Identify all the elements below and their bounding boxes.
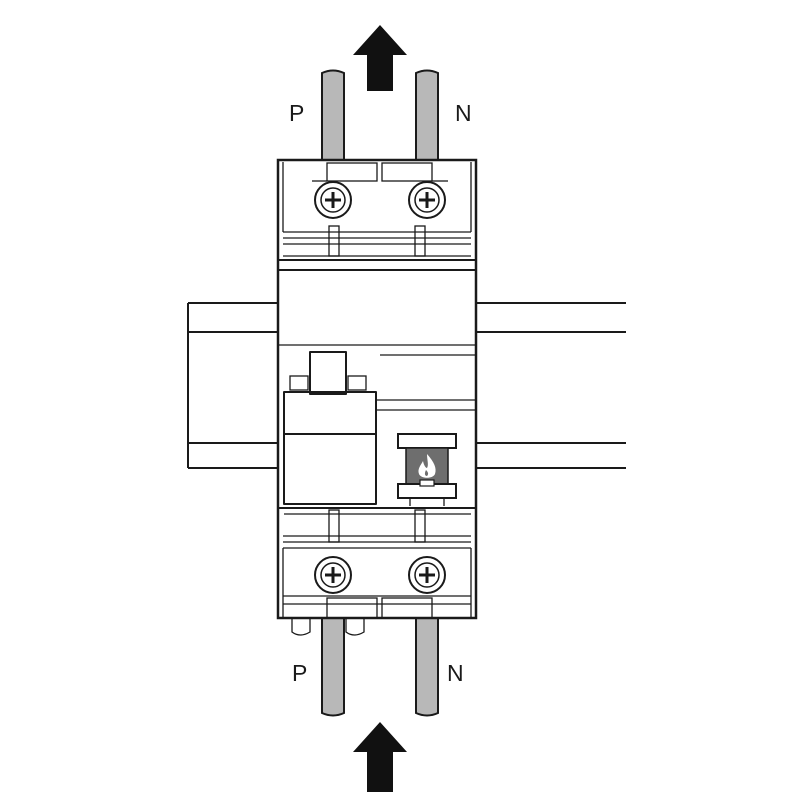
arrow-up-icon (353, 25, 407, 91)
bottom-neutral-label: N (447, 660, 464, 686)
top-phase-screw-icon[interactable] (314, 181, 352, 219)
arc-fault-indicator (397, 433, 457, 506)
top-neutral-label: N (455, 100, 472, 126)
arrow-up-icon (353, 722, 407, 792)
flame-icon (418, 454, 436, 478)
breaker-body (276, 158, 478, 636)
bottom-phase-label: P (292, 660, 307, 686)
bottom-neutral-cable (415, 599, 439, 717)
bottom-phase-cable (321, 599, 345, 717)
din-clip (291, 618, 365, 636)
bottom-terminal-block (282, 509, 472, 619)
toggle-lever[interactable] (283, 351, 476, 505)
top-neutral-screw-icon[interactable] (408, 181, 446, 219)
top-phase-label: P (289, 100, 304, 126)
bottom-neutral-screw-icon[interactable] (408, 556, 446, 594)
bottom-phase-screw-icon[interactable] (314, 556, 352, 594)
